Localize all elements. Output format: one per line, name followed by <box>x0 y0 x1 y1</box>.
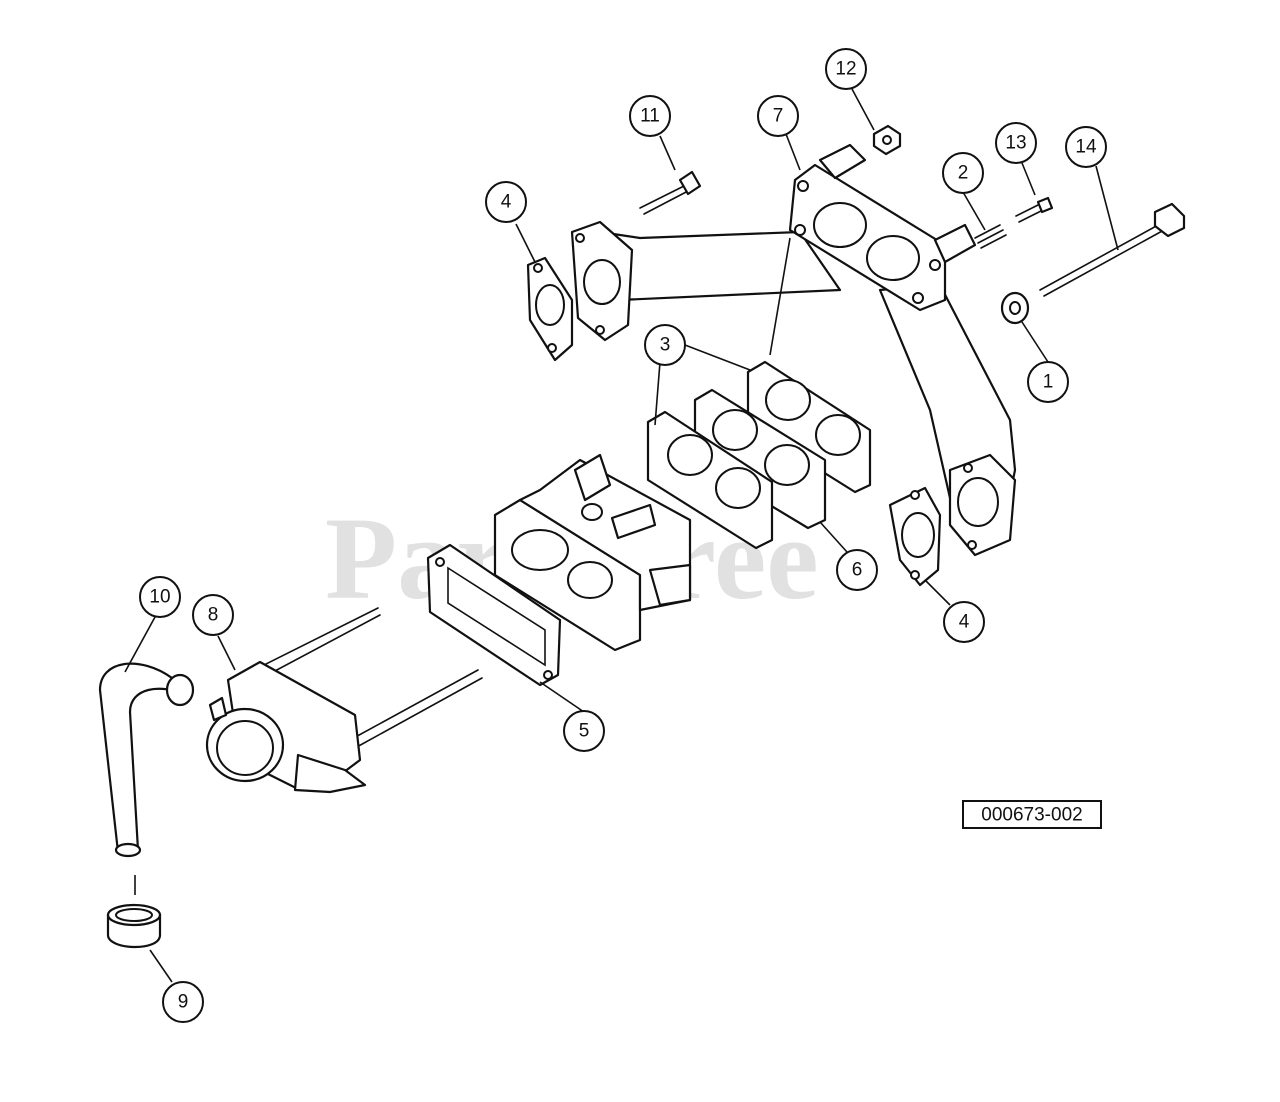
bolt-11 <box>639 170 702 215</box>
callout-8: 8 <box>192 594 234 636</box>
callout-1: 1 <box>1027 361 1069 403</box>
svg-text:4: 4 <box>501 192 512 213</box>
spring-2 <box>974 224 1007 249</box>
svg-text:10: 10 <box>149 587 170 608</box>
callout-11: 11 <box>629 95 671 137</box>
gasket-right <box>888 486 942 587</box>
breather-hose <box>98 662 195 858</box>
intake-manifold <box>570 143 1017 557</box>
callout-5: 5 <box>563 710 605 752</box>
nut-12 <box>872 124 902 156</box>
svg-text:7: 7 <box>773 106 784 127</box>
gasket-lower <box>646 410 774 550</box>
callout-13: 13 <box>995 122 1037 164</box>
carburetor <box>493 453 692 652</box>
callout-12: 12 <box>825 48 867 90</box>
callout-2: 2 <box>942 152 984 194</box>
washer-1 <box>1000 291 1030 325</box>
svg-text:3: 3 <box>660 335 671 356</box>
callout-14: 14 <box>1065 126 1107 168</box>
svg-text:9: 9 <box>178 992 189 1013</box>
svg-text:13: 13 <box>1005 133 1026 154</box>
svg-text:12: 12 <box>835 59 856 80</box>
callout-6: 6 <box>836 549 878 591</box>
hose-clamp <box>106 903 162 949</box>
callout-9: 9 <box>162 981 204 1023</box>
svg-text:1: 1 <box>1043 372 1054 393</box>
svg-text:2: 2 <box>958 163 969 184</box>
screw-13 <box>1015 196 1054 223</box>
leader-lines <box>124 88 1119 983</box>
svg-text:4: 4 <box>959 612 970 633</box>
gasket-top <box>746 360 872 494</box>
gasket-left <box>526 256 574 362</box>
diagram-reference-number: 000673-002 <box>962 800 1102 829</box>
callout-7: 7 <box>757 95 799 137</box>
svg-text:8: 8 <box>208 605 219 626</box>
svg-text:14: 14 <box>1075 137 1097 158</box>
svg-text:000673-002: 000673-002 <box>981 805 1082 826</box>
svg-text:6: 6 <box>852 560 863 581</box>
callout-4-left: 4 <box>485 181 527 223</box>
gasket-5 <box>426 543 562 687</box>
bolt-14 <box>1039 202 1186 297</box>
svg-text:11: 11 <box>640 106 660 127</box>
callout-4-right: 4 <box>943 601 985 643</box>
air-horn <box>205 607 483 794</box>
svg-text:5: 5 <box>579 721 590 742</box>
callout-3: 3 <box>644 324 686 366</box>
callout-10: 10 <box>139 576 181 618</box>
